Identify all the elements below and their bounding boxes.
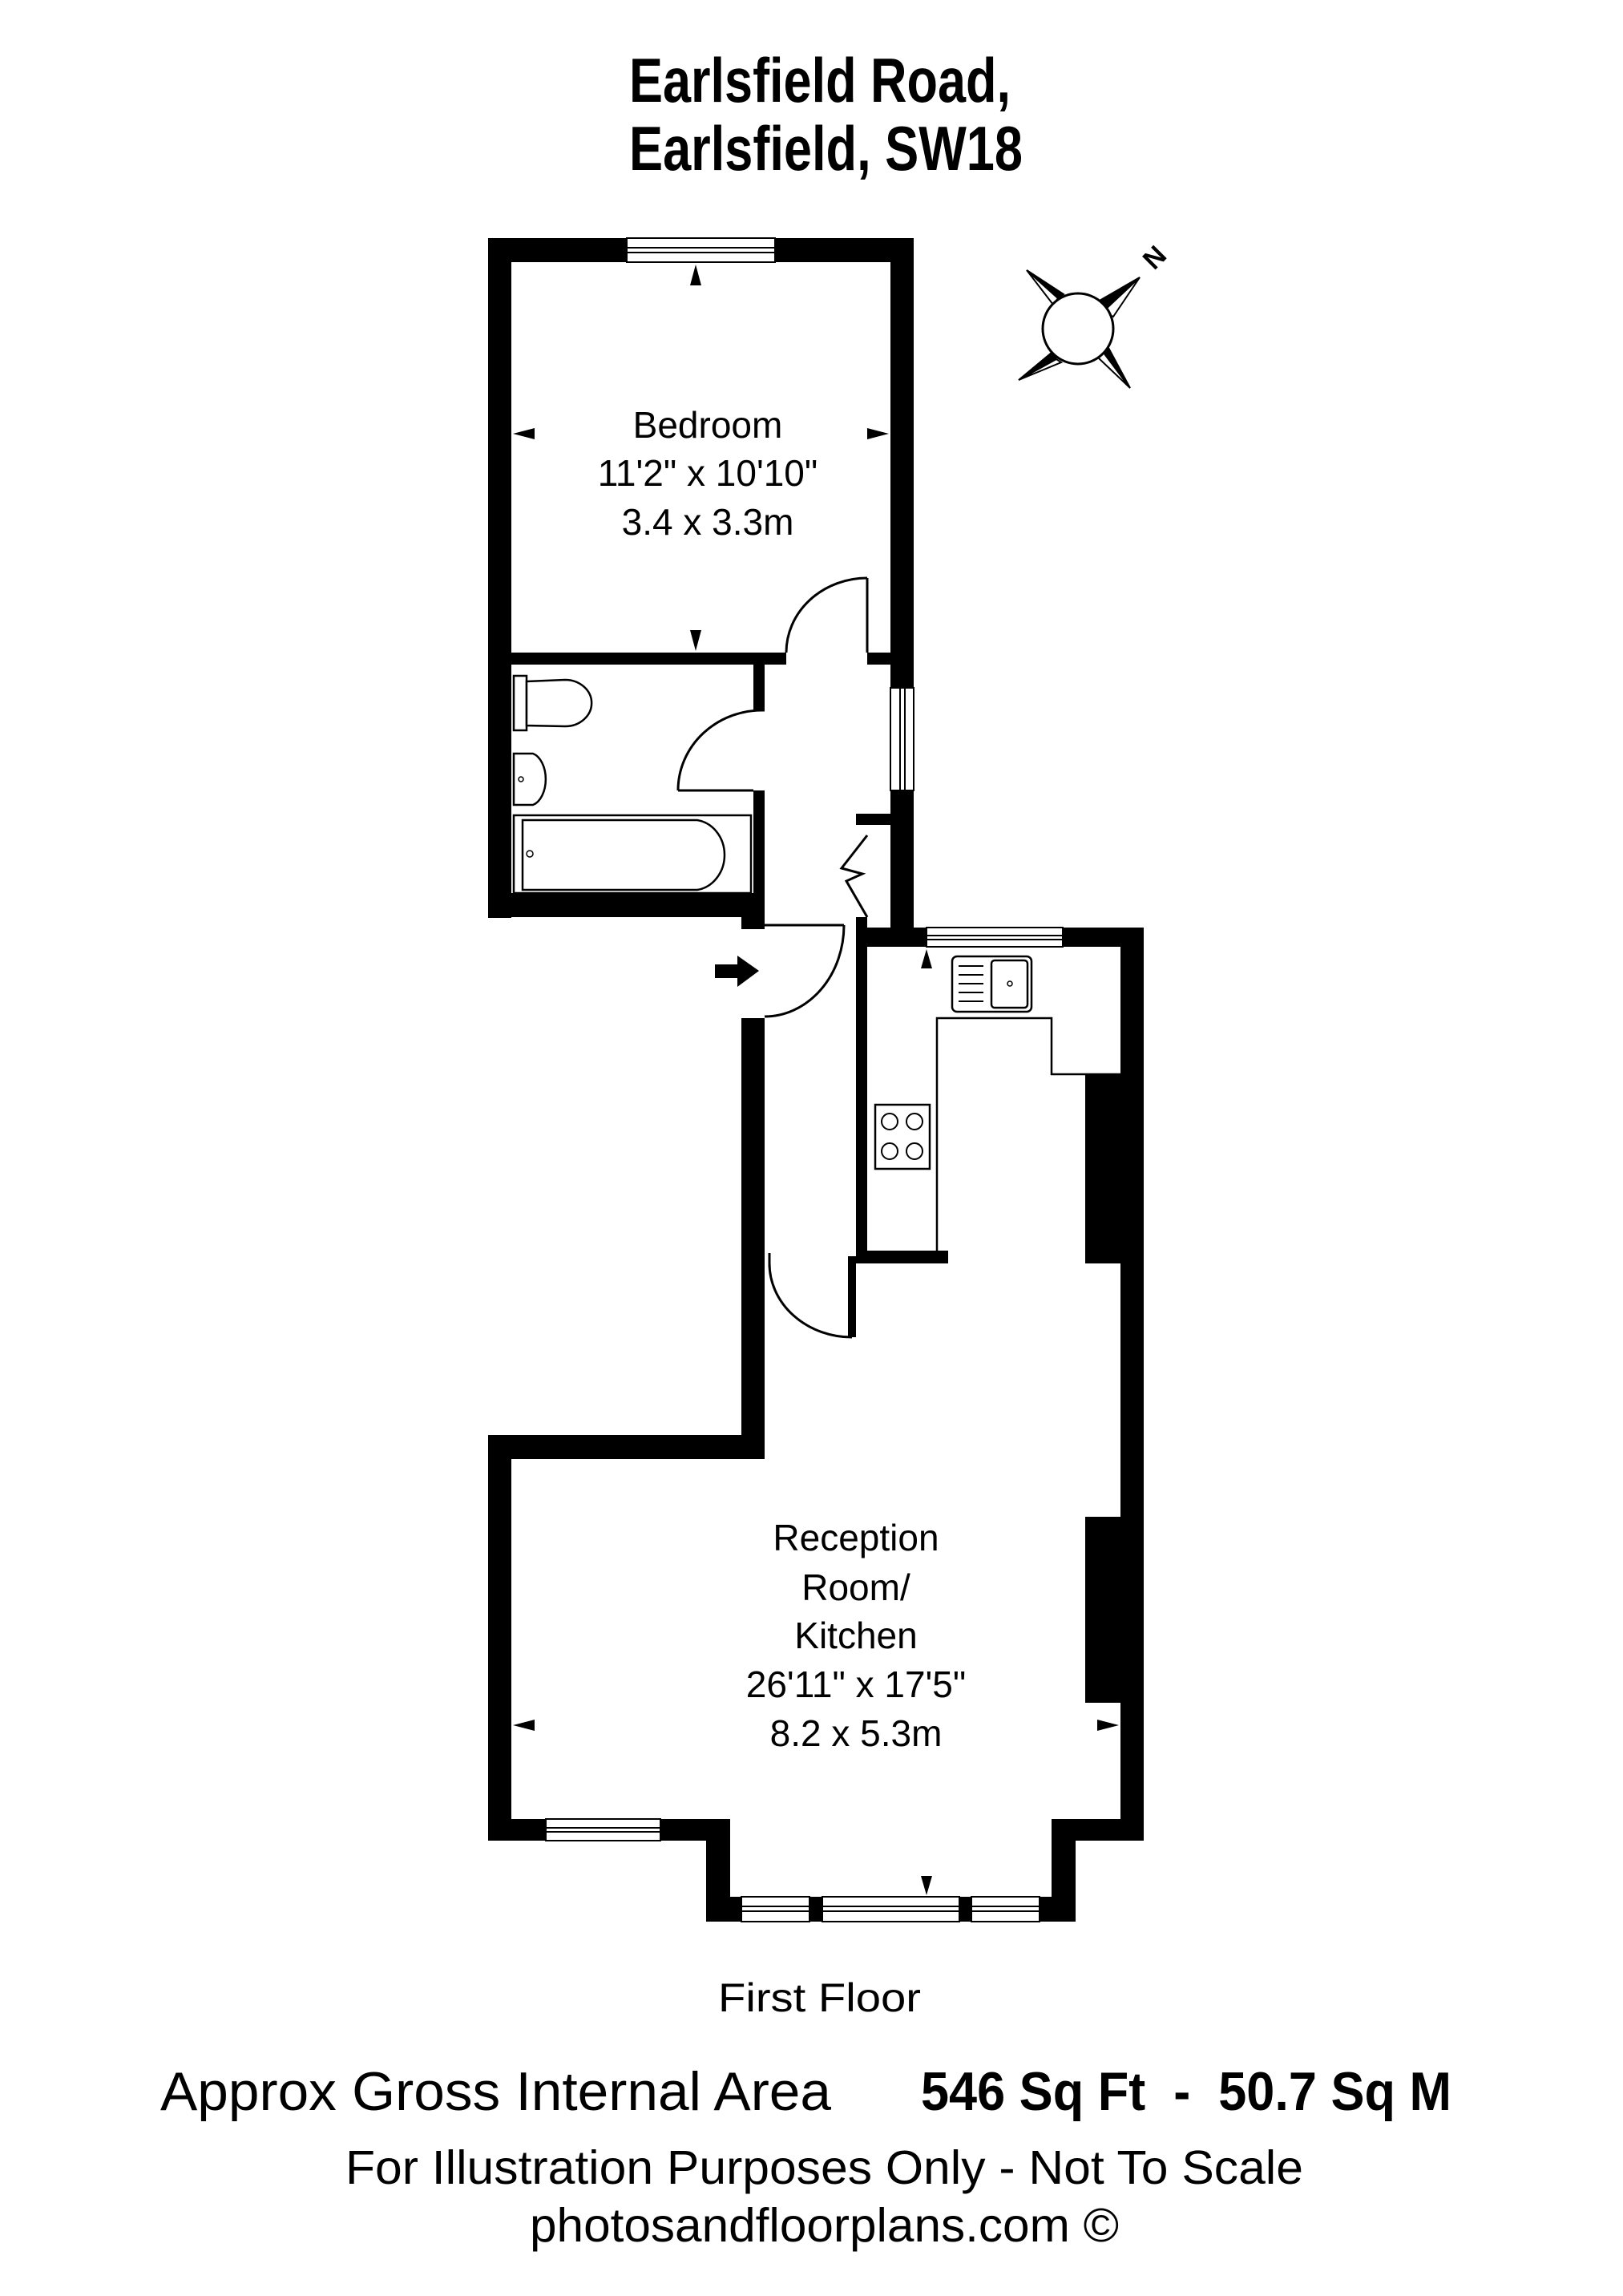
entrance-arrow-icon [715, 956, 759, 987]
chimney-breast [1085, 1074, 1120, 1263]
basin-icon [512, 752, 547, 806]
doors [676, 576, 869, 1339]
compass-icon: N [1018, 240, 1173, 389]
reception-name-1: Reception [773, 1517, 939, 1558]
floor-label: First Floor [718, 1975, 921, 2020]
reception-metric: 8.2 x 5.3m [770, 1712, 943, 1754]
compass-north-label: N [1137, 240, 1173, 275]
reception-name-2: Room/ [801, 1566, 910, 1608]
reception-name-3: Kitchen [794, 1615, 917, 1656]
room-label-bedroom: Bedroom 11'2" x 10'10" 3.4 x 3.3m [598, 404, 818, 543]
disclaimer: For Illustration Purposes Only - Not To … [345, 2141, 1303, 2194]
chimney-breast [1085, 1517, 1120, 1703]
toilet-icon [525, 678, 593, 728]
title-line-2: Earlsfield, SW18 [629, 113, 1023, 184]
dimension-arrows [513, 265, 1119, 1895]
bedroom-name: Bedroom [633, 404, 783, 446]
kitchen-fixtures [874, 955, 1120, 1253]
room-label-reception: Reception Room/ Kitchen 26'11" x 17'5" 8… [746, 1517, 966, 1754]
hob-icon [874, 1103, 931, 1170]
credit: photosandfloorplans.com © [530, 2199, 1119, 2252]
bedroom-metric: 3.4 x 3.3m [622, 501, 794, 543]
toilet-cistern [512, 674, 528, 732]
area-value: 546 Sq Ft - 50.7 Sq M [921, 2061, 1451, 2122]
area-label: Approx Gross Internal Area [160, 2061, 831, 2122]
bedroom-imperial: 11'2" x 10'10" [598, 452, 818, 494]
reception-imperial: 26'11" x 17'5" [746, 1663, 966, 1705]
bathroom-fixtures [512, 674, 753, 895]
windows [545, 237, 1064, 1922]
title-line-1: Earlsfield Road, [629, 45, 1011, 115]
